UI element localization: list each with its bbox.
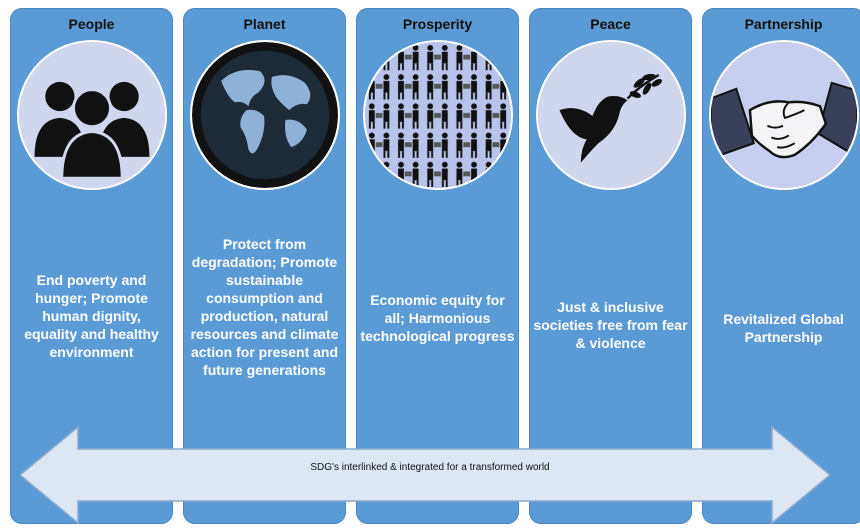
column-title: People [68,16,115,32]
prosperity-pattern-icon [362,40,513,190]
column-title: Planet [243,16,286,32]
column-title: Peace [590,16,631,32]
handshake-icon [708,40,859,190]
column-people: People End poverty and hunger; Promote h… [10,8,173,524]
globe-icon [189,40,340,190]
column-planet: Planet Protect from degradation; Promote… [183,8,346,524]
arrow-label: SDG's interlinked & integrated for a tra… [310,462,550,473]
people-icon [16,40,167,190]
column-description: End poverty and hunger; Promote human di… [24,272,159,360]
column-description: Revitalized Global Partnership [723,311,844,345]
dove-icon [535,40,686,190]
column-title: Partnership [744,16,823,32]
column-peace: Peace Just & inclusive societies free fr… [529,8,692,524]
column-description: Just & inclusive societies free from fea… [533,299,688,351]
column-prosperity: Prosperity Economic equity for al [356,8,519,524]
column-description: Protect from degradation; Promote sustai… [190,236,339,378]
column-description: Economic equity for all; Harmonious tech… [360,292,515,344]
column-title: Prosperity [402,16,473,32]
double-arrow-icon [20,425,830,525]
